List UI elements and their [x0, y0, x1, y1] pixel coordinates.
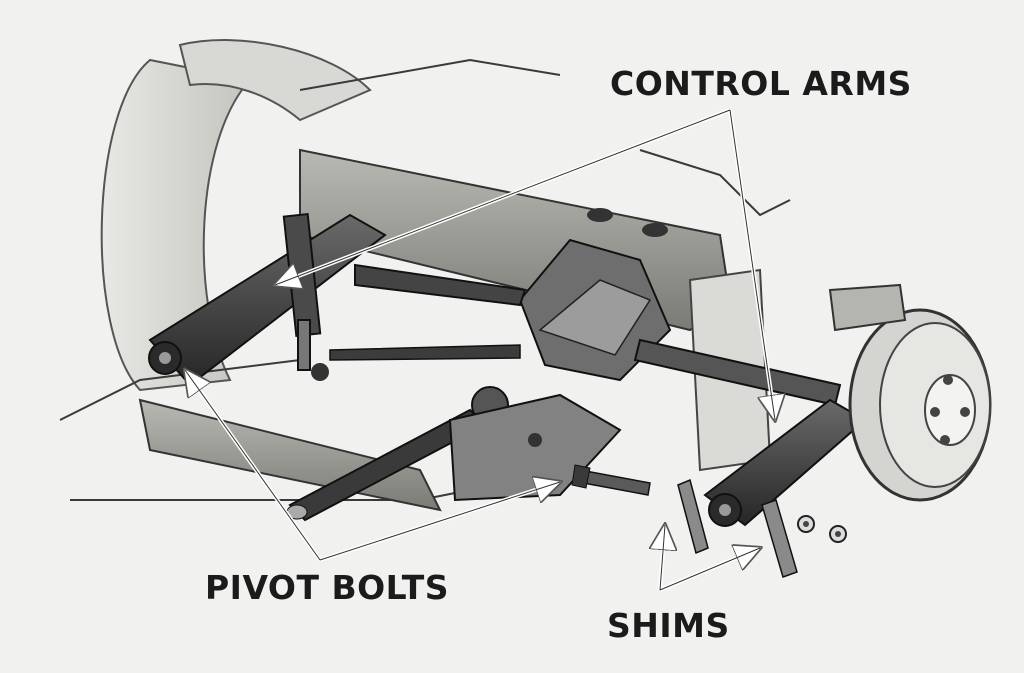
pivot-bolts-label: PIVOT BOLTS [205, 568, 450, 607]
shims-leaders [660, 525, 760, 592]
right-control-arm [703, 398, 867, 527]
brake-drum [828, 283, 992, 502]
nuts [797, 515, 847, 543]
control-arms-label: CONTROL ARMS [610, 64, 912, 103]
axle-housing [329, 263, 842, 407]
shims-label: SHIMS [607, 606, 730, 645]
left-tire [100, 39, 372, 392]
left-control-arm [148, 213, 387, 387]
differential [518, 238, 672, 382]
pivot-bolt-loose [571, 464, 651, 496]
shims [677, 478, 798, 578]
